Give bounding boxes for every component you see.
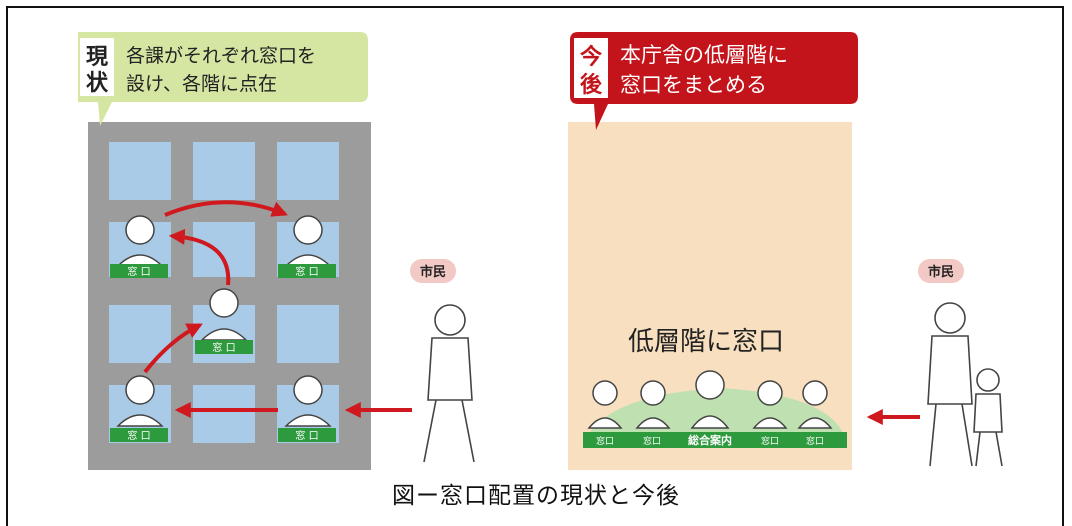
- citizen-label: 市民: [928, 264, 954, 280]
- current-line2: 設け、各階に点在: [126, 73, 277, 95]
- counter-staff: [587, 370, 833, 429]
- citizen-tag: [410, 259, 456, 283]
- staff-figure: [116, 375, 164, 427]
- citizen-tag: [918, 259, 964, 283]
- staff-figure: [200, 288, 248, 341]
- counter-main-label: 総合案内: [688, 433, 732, 447]
- future-line1: 本庁舎の低層階に: [620, 43, 788, 67]
- staff-figure: [116, 215, 164, 267]
- figure-caption: 図ー窓口配置の現状と今後: [392, 483, 680, 509]
- citizen-figure: [423, 304, 475, 463]
- citizen-label: 市民: [420, 264, 446, 280]
- counter-label: 窓口: [806, 435, 824, 447]
- window-label: 窓 口: [278, 428, 336, 442]
- current-tag-char1: 現: [86, 45, 108, 70]
- future-tag-char2: 後: [580, 72, 603, 98]
- figure-frame: [6, 6, 1064, 526]
- future-center-text: 低層階に窓口: [628, 327, 784, 357]
- svg-text:窓 口: 窓 口: [127, 265, 150, 278]
- current-line1: 各課がそれぞれ窓口を: [126, 45, 316, 67]
- svg-text:窓 口: 窓 口: [295, 429, 318, 442]
- counter-bar: [583, 432, 847, 448]
- future-line2: 窓口をまとめる: [620, 73, 767, 97]
- future-bubble: [570, 32, 858, 130]
- counter-label: 窓口: [761, 435, 779, 447]
- counter-label: 窓口: [596, 435, 614, 447]
- window-label: 窓 口: [195, 340, 253, 354]
- citizen-figure: [927, 302, 1003, 467]
- future-tag-char1: 今: [580, 44, 602, 70]
- staff-figure: [284, 375, 332, 427]
- current-bubble: [78, 32, 368, 126]
- current-tag-char2: 状: [86, 71, 109, 96]
- counter-label: 窓口: [643, 435, 661, 447]
- svg-text:窓 口: 窓 口: [295, 265, 318, 278]
- window-label: 窓 口: [110, 428, 168, 442]
- movement-arrows: [143, 200, 920, 425]
- window-label: 窓 口: [110, 264, 168, 278]
- window-label: 窓 口: [278, 264, 336, 278]
- svg-text:窓 口: 窓 口: [127, 429, 150, 442]
- svg-text:窓 口: 窓 口: [212, 341, 235, 354]
- staff-figure: [284, 215, 332, 267]
